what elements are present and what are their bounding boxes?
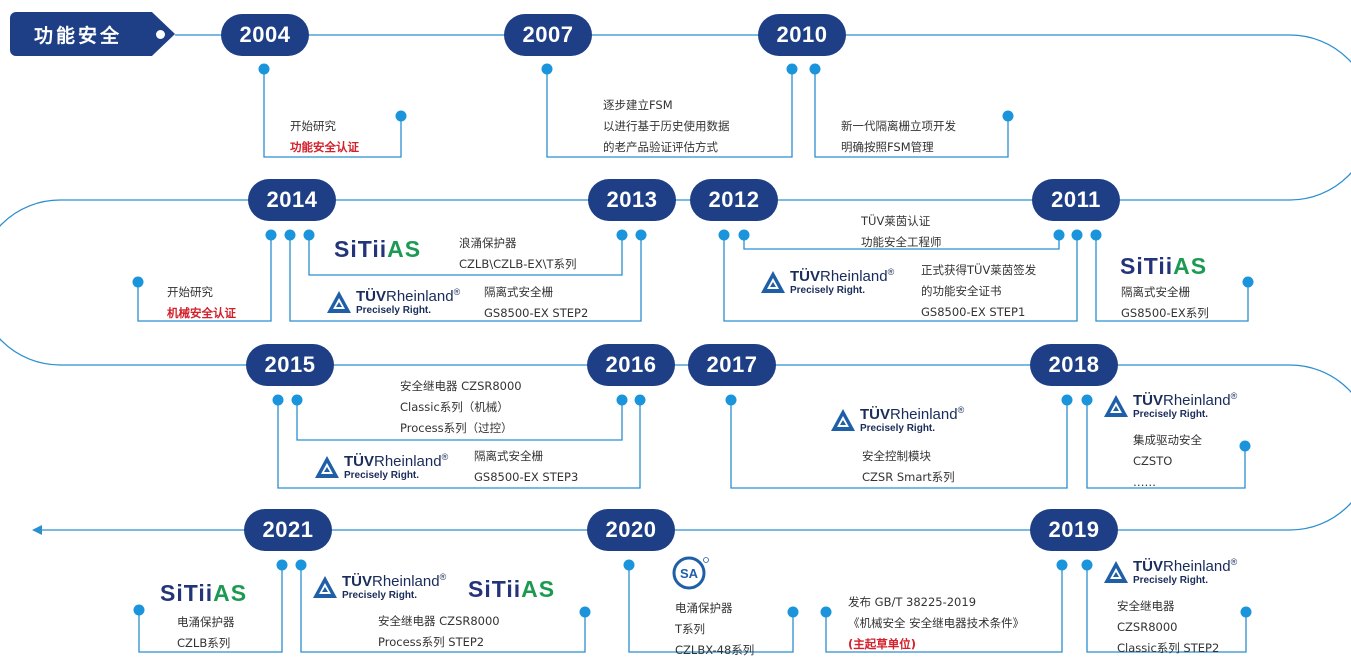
event-2020-surge: 电涌保护器 T系列 CZLBX-48系列 xyxy=(675,598,754,661)
event-text: 开始研究 xyxy=(290,119,336,133)
event-2016-barrier: 隔离式安全栅 GS8500-EX STEP3 xyxy=(474,446,578,488)
event-2018: 集成驱动安全 CZSTO …… xyxy=(1133,430,1202,493)
event-2013-barrier: 隔离式安全栅 GS8500-EX STEP2 xyxy=(484,282,588,324)
event-text: 的老产品验证评估方式 xyxy=(603,140,718,154)
event-text: CZSTO xyxy=(1133,454,1173,468)
sitiias-logo: SiTiiAS xyxy=(160,580,248,606)
event-text: 开始研究 xyxy=(167,285,213,299)
tuv-rheinland-logo: TÜVRheinland® Precisely Right. xyxy=(830,405,990,439)
year-2004: 2004 xyxy=(221,14,309,56)
event-text: GS8500-EX STEP2 xyxy=(484,306,589,320)
tuv-rheinland-logo: TÜVRheinland® Precisely Right. xyxy=(760,267,920,301)
event-text: Process系列（过控） xyxy=(400,421,513,435)
year-2019: 2019 xyxy=(1030,509,1118,551)
event-text: CZLB\CZLB-EX\T系列 xyxy=(459,257,577,271)
event-text: TÜV莱茵认证 xyxy=(861,214,931,228)
section-title-text: 功能安全 xyxy=(34,24,123,47)
year-2015: 2015 xyxy=(246,344,334,386)
event-text: 隔离式安全栅 xyxy=(1121,285,1190,299)
event-text: 电涌保护器 xyxy=(675,601,733,615)
event-text: 集成驱动安全 xyxy=(1133,433,1202,447)
event-text: Process系列 STEP2 xyxy=(378,635,485,649)
year-2018: 2018 xyxy=(1030,344,1118,386)
event-text: 的功能安全证书 xyxy=(921,284,1002,298)
event-highlight: 机械安全认证 xyxy=(167,306,236,320)
event-2020-standard: 发布 GB/T 38225-2019 《机械安全 安全继电器技术条件》 (主起草… xyxy=(848,592,1024,655)
event-highlight: (主起草单位) xyxy=(848,637,917,651)
title-dot-icon xyxy=(156,30,165,39)
event-2013-surge: 浪涌保护器 CZLB\CZLB-EX\T系列 xyxy=(459,233,576,275)
event-highlight: 功能安全认证 xyxy=(290,140,359,154)
event-2014: 开始研究 机械安全认证 xyxy=(167,282,236,324)
event-text: GS8500-EX STEP1 xyxy=(921,305,1026,319)
year-2016: 2016 xyxy=(587,344,675,386)
tuv-rheinland-logo: TÜVRheinland® Precisely Right. xyxy=(312,572,472,606)
event-text: 电涌保护器 xyxy=(177,615,235,629)
tuv-rheinland-logo: TÜVRheinland® Precisely Right. xyxy=(326,287,486,321)
event-2019: 安全继电器 CZSR8000 Classic系列 STEP2 xyxy=(1117,596,1219,659)
event-text: 安全继电器 xyxy=(1117,599,1175,613)
event-text: Classic系列 STEP2 xyxy=(1117,641,1220,655)
year-2012: 2012 xyxy=(690,179,778,221)
event-2021-relay: 安全继电器 CZSR8000 Process系列 STEP2 xyxy=(378,611,500,653)
event-text: T系列 xyxy=(675,622,706,636)
sitiias-logo: SiTiiAS xyxy=(468,576,556,602)
section-title: 功能安全 xyxy=(10,12,175,56)
event-text: GS8500-EX系列 xyxy=(1121,306,1209,320)
event-text: Classic系列（机械） xyxy=(400,400,509,414)
event-text: …… xyxy=(1133,475,1156,489)
year-2013: 2013 xyxy=(588,179,676,221)
year-2011: 2011 xyxy=(1032,179,1120,221)
event-text: 正式获得TÜV莱茵签发 xyxy=(921,263,1037,277)
event-2007: 逐步建立FSM 以进行基于历史使用数据 的老产品验证评估方式 xyxy=(603,95,730,158)
event-text: CZLBX-48系列 xyxy=(675,643,755,657)
year-2021: 2021 xyxy=(244,509,332,551)
event-text: 新一代隔离栅立项开发 xyxy=(841,119,956,133)
event-text: GS8500-EX STEP3 xyxy=(474,470,579,484)
event-text: CZSR8000 xyxy=(1117,620,1178,634)
event-text: 安全继电器 CZSR8000 xyxy=(378,614,500,628)
year-2020: 2020 xyxy=(587,509,675,551)
event-text: 发布 GB/T 38225-2019 xyxy=(848,595,977,609)
event-2004: 开始研究 功能安全认证 xyxy=(290,116,359,158)
event-text: 《机械安全 安全继电器技术条件》 xyxy=(848,616,1025,630)
event-text: 安全继电器 CZSR8000 xyxy=(400,379,522,393)
year-2014: 2014 xyxy=(248,179,336,221)
tuv-rheinland-logo: TÜVRheinland® Precisely Right. xyxy=(1103,557,1263,591)
event-2011: 隔离式安全栅 GS8500-EX系列 xyxy=(1121,282,1209,324)
event-2010: 新一代隔离栅立项开发 明确按照FSM管理 xyxy=(841,116,956,158)
event-2016-relay: 安全继电器 CZSR8000 Classic系列（机械） Process系列（过… xyxy=(400,376,522,439)
event-text: 逐步建立FSM xyxy=(603,98,673,112)
event-text: 隔离式安全栅 xyxy=(474,449,543,463)
event-text: CZSR Smart系列 xyxy=(862,470,955,484)
year-2017: 2017 xyxy=(688,344,776,386)
sitiias-logo: SiTiiAS xyxy=(334,236,422,262)
event-text: 浪涌保护器 xyxy=(459,236,517,250)
event-text: 隔离式安全栅 xyxy=(484,285,553,299)
event-2021-surge: 电涌保护器 CZLB系列 xyxy=(177,612,235,654)
csa-logo: SA xyxy=(672,556,709,590)
event-2017: 安全控制模块 CZSR Smart系列 xyxy=(862,446,955,488)
tuv-rheinland-logo: TÜVRheinland® Precisely Right. xyxy=(314,452,474,486)
svg-text:SA: SA xyxy=(680,566,699,581)
event-2012-certificate: 正式获得TÜV莱茵签发 的功能安全证书 GS8500-EX STEP1 xyxy=(921,260,1036,323)
event-text: 安全控制模块 xyxy=(862,449,931,463)
event-text: CZLB系列 xyxy=(177,636,231,650)
event-text: 以进行基于历史使用数据 xyxy=(603,119,730,133)
tuv-rheinland-logo: TÜVRheinland® Precisely Right. xyxy=(1103,391,1263,425)
sitiias-logo: SiTiiAS xyxy=(1120,253,1208,279)
year-2007: 2007 xyxy=(504,14,592,56)
event-text: 功能安全工程师 xyxy=(861,235,942,249)
event-2012-engineer: TÜV莱茵认证 功能安全工程师 xyxy=(861,211,942,253)
year-2010: 2010 xyxy=(758,14,846,56)
event-text: 明确按照FSM管理 xyxy=(841,140,934,154)
